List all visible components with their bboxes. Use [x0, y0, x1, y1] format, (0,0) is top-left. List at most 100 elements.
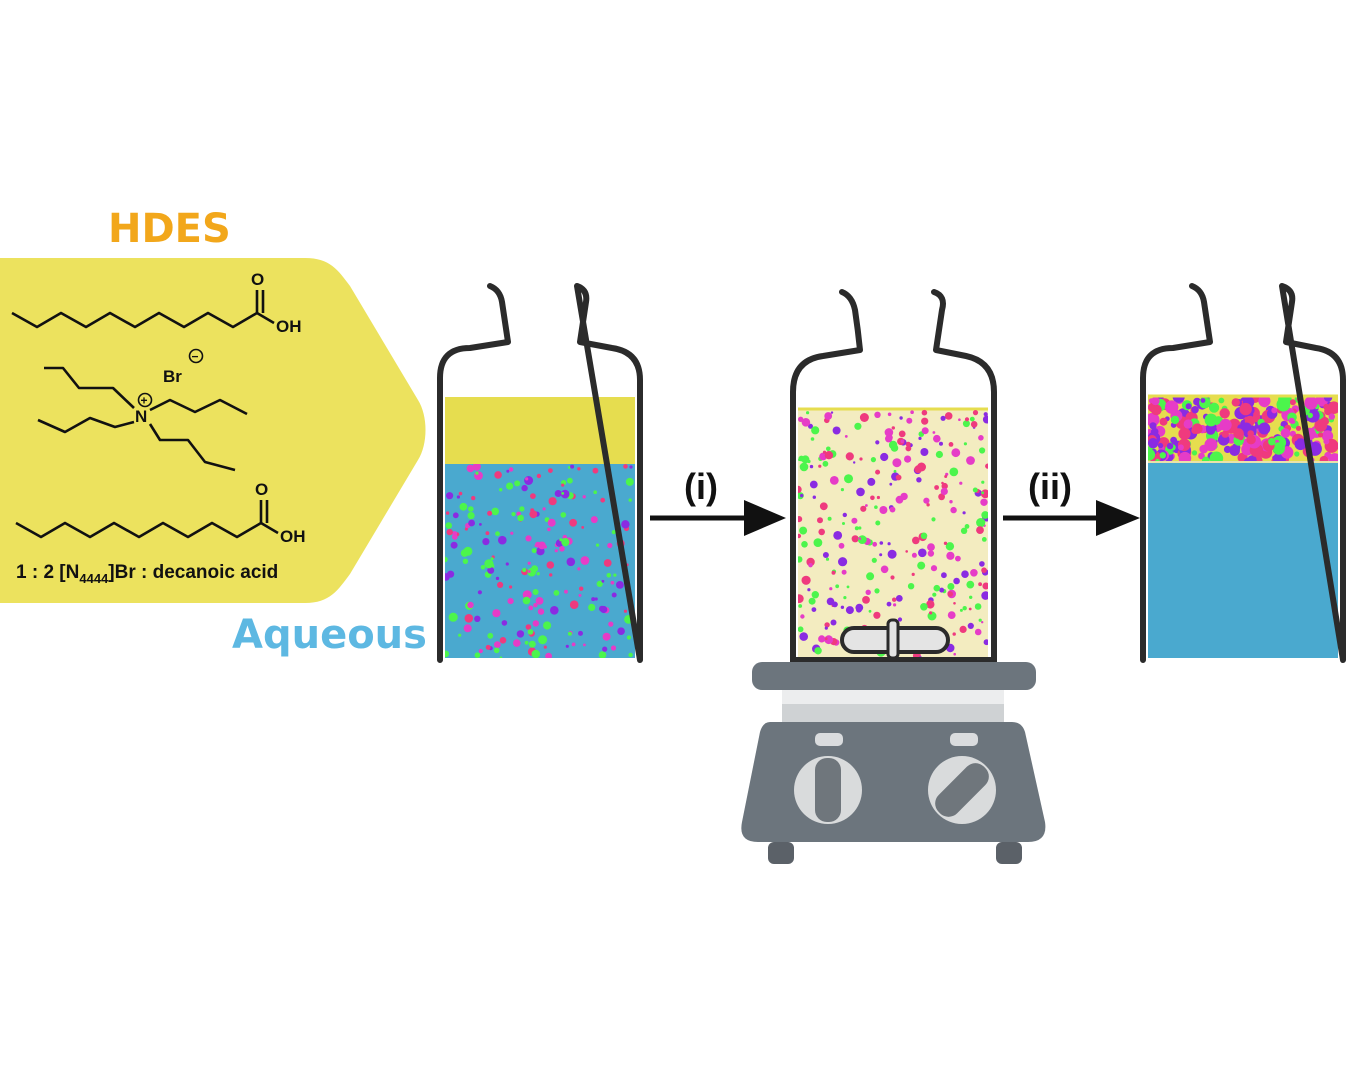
particle-dot — [1183, 419, 1193, 429]
particle-dot — [1192, 423, 1203, 435]
particle-dot — [900, 439, 905, 444]
particle-dot — [860, 505, 867, 512]
particle-dot — [1223, 445, 1232, 453]
particle-dot — [566, 557, 576, 567]
particle-dot — [961, 570, 969, 578]
particle-dot — [1323, 403, 1330, 411]
particle-dot — [829, 476, 839, 485]
particle-dot — [445, 650, 450, 658]
particle-dot — [1177, 444, 1184, 451]
particle-dot — [844, 474, 853, 484]
particle-dot — [944, 475, 948, 478]
particle-dot — [1216, 423, 1224, 431]
particle-dot — [482, 538, 490, 546]
particle-dot — [577, 567, 581, 571]
particle-dot — [974, 628, 982, 636]
particle-dot — [1149, 422, 1157, 430]
particle-dot — [824, 622, 830, 628]
particle-dot — [840, 488, 845, 492]
particle-dot — [921, 417, 929, 425]
particle-dot — [981, 591, 988, 600]
particle-dot — [505, 562, 509, 566]
particle-dot — [1258, 396, 1271, 407]
particle-dot — [966, 456, 975, 465]
particle-dot — [471, 495, 476, 501]
particle-dot — [588, 603, 596, 612]
particle-dot — [499, 656, 503, 658]
particle-dot — [879, 541, 884, 545]
particle-dot — [583, 643, 586, 647]
particle-dot — [499, 637, 507, 644]
decanoic-acid-structure-top — [11, 290, 275, 329]
particle-dot — [495, 576, 500, 581]
particle-dot — [472, 464, 481, 471]
particle-dot — [810, 437, 815, 441]
particle-dot — [870, 495, 875, 501]
particle-dot — [578, 593, 582, 597]
particle-dot — [806, 411, 810, 415]
particle-dot — [941, 572, 947, 579]
hydroxyl-bottom: OH — [280, 527, 306, 546]
particle-dot — [865, 504, 868, 507]
particle-dot — [1280, 445, 1285, 450]
particle-dot — [1328, 453, 1338, 462]
particle-dot — [561, 492, 565, 495]
particle-dot — [617, 627, 625, 635]
particle-dot — [510, 531, 514, 535]
particle-dot — [514, 480, 521, 487]
particle-dot — [1206, 425, 1216, 435]
particle-dot — [851, 535, 859, 543]
particle-dot — [531, 565, 539, 573]
particle-dot — [960, 527, 968, 534]
particle-dot — [968, 607, 972, 611]
particle-dot — [466, 464, 475, 473]
particle-dot — [920, 448, 929, 456]
particle-dot — [528, 640, 536, 648]
particle-dot — [897, 617, 903, 622]
particle-dot — [859, 413, 869, 422]
particle-dot — [480, 565, 486, 570]
particle-dot — [602, 646, 608, 652]
arrow-step-ii-icon — [1003, 500, 1140, 536]
particle-dot — [445, 511, 450, 515]
particle-dot — [926, 503, 930, 507]
particle-dot — [904, 455, 912, 463]
particle-dot — [940, 415, 946, 421]
particle-dot — [448, 612, 458, 622]
particle-dot — [959, 481, 963, 485]
particle-dot — [547, 518, 556, 527]
particle-dot — [941, 482, 948, 490]
particle-dot — [1148, 448, 1156, 461]
particle-dot — [972, 487, 978, 493]
particle-dot — [854, 422, 862, 430]
particle-dot — [825, 557, 830, 561]
particle-dot — [596, 580, 603, 588]
particle-dot — [598, 651, 607, 658]
beaker-outline — [790, 289, 997, 665]
particle-dot — [474, 652, 481, 658]
particle-dot — [477, 590, 482, 595]
particle-dot — [490, 557, 494, 561]
particle-dot — [629, 465, 633, 469]
particle-dot — [621, 520, 630, 529]
particle-dot — [800, 493, 804, 498]
particle-dot — [947, 583, 955, 590]
particle-dot — [626, 635, 632, 640]
particle-dot — [538, 635, 548, 645]
particle-dot — [808, 423, 813, 429]
particle-dot — [1233, 428, 1244, 439]
particle-dot — [981, 480, 985, 484]
particle-dot — [464, 614, 474, 623]
particle-dot — [499, 488, 503, 492]
particle-dot — [561, 538, 570, 547]
particle-dot — [923, 497, 930, 504]
particle-dot — [487, 632, 494, 639]
particle-dot — [910, 410, 914, 415]
particle-dot — [1191, 450, 1198, 456]
particle-dot — [530, 508, 535, 513]
particle-dot — [906, 417, 913, 424]
particle-dot — [532, 589, 539, 595]
particle-dot — [914, 465, 923, 474]
